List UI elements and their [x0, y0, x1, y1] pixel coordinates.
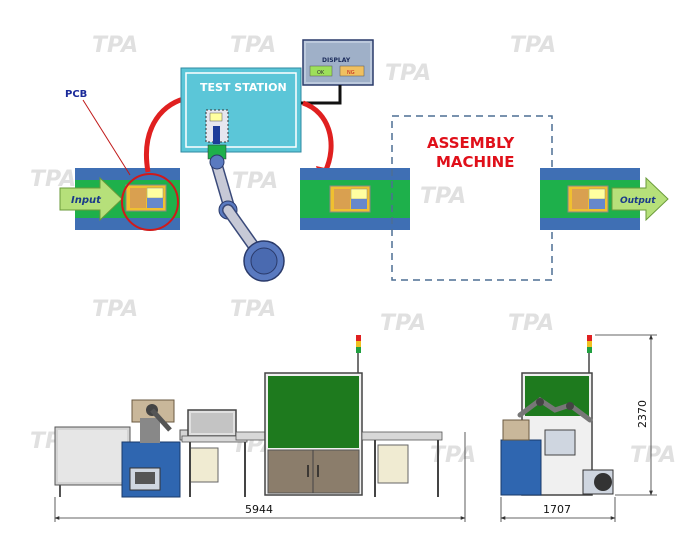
- main-assembly-machine: [264, 372, 363, 496]
- output-label: Output: [620, 196, 656, 206]
- input-arrow: Input: [59, 176, 123, 222]
- length-dimension-value: 5944: [245, 503, 273, 516]
- output-arrow: Output: [611, 176, 669, 222]
- signal-tower-side: [587, 335, 592, 373]
- display-ng-indicator: [339, 65, 365, 77]
- output-conveyor: [540, 168, 640, 230]
- display-ok-label: OK: [317, 70, 325, 76]
- watermark-text: TPA: [230, 297, 276, 322]
- watermark-text: TPA: [92, 297, 138, 322]
- watermark-text: TPA: [430, 443, 476, 468]
- watermark-text: TPA: [385, 61, 431, 86]
- watermark-text: TPA: [508, 311, 554, 336]
- output-table: [361, 431, 443, 497]
- middle-conveyor: [300, 168, 410, 230]
- length-dimension: [54, 432, 466, 522]
- watermark-text: TPA: [630, 443, 676, 468]
- pcb-pointer-line: [82, 99, 131, 176]
- watermark-text: TPA: [232, 169, 278, 194]
- pcb-label: PCB: [65, 89, 87, 100]
- pcb-highlight-circle: [121, 173, 179, 231]
- display-title: DISPLAY: [322, 57, 351, 64]
- display-ok-indicator: [309, 65, 333, 77]
- pcb-on-input: [125, 184, 167, 212]
- input-label: Input: [71, 195, 102, 206]
- side-view-machine: [500, 372, 614, 496]
- width-dimension-value: 1707: [543, 503, 571, 516]
- watermark-text: TPA: [380, 311, 426, 336]
- display-panel: DISPLAY OK NG: [302, 39, 374, 86]
- link-conveyor-left: [235, 431, 267, 441]
- height-dimension: [595, 334, 657, 496]
- assembly-label-line2: MACHINE: [436, 153, 514, 171]
- watermark-text: TPA: [420, 184, 466, 209]
- watermark-text: TPA: [510, 33, 556, 58]
- robot-cell: [121, 399, 191, 498]
- test-station-label: TEST STATION: [200, 81, 287, 94]
- assembly-label-line1: ASSEMBLY: [427, 134, 515, 152]
- red-arrow-to-conveyor: [302, 100, 334, 174]
- test-station: TEST STATION: [180, 67, 302, 153]
- display-ng-label: NG: [347, 70, 355, 76]
- width-dimension: [500, 497, 616, 522]
- test-table: [181, 409, 248, 497]
- watermark-text: TPA: [230, 33, 276, 58]
- display-cable: [301, 85, 342, 105]
- height-dimension-value: 2370: [636, 400, 649, 428]
- signal-tower-main: [356, 335, 361, 373]
- robot-arm: [209, 154, 285, 282]
- loader-unit: [54, 426, 131, 497]
- watermark-text: TPA: [92, 33, 138, 58]
